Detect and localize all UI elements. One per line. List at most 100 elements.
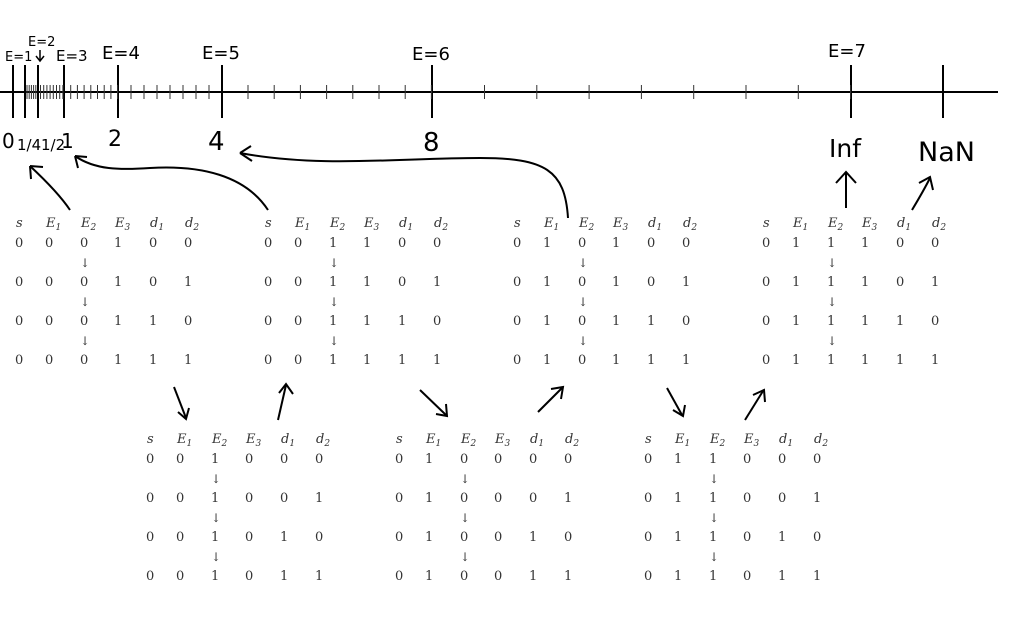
table-cell: 1 <box>543 275 551 290</box>
flow-down-arrow: ↓ <box>211 511 221 525</box>
table-cell: 0 <box>494 569 502 584</box>
flow-down-arrow: ↓ <box>709 550 719 564</box>
table-cell: 0 <box>45 314 53 329</box>
table-header-d2: d2 <box>185 216 199 233</box>
table-cell: 1 <box>329 353 337 368</box>
table-cell: 0 <box>578 275 586 290</box>
table-cell: 1 <box>813 569 821 584</box>
table-cell: 0 <box>176 452 184 467</box>
value-label-quarter: 1/4 <box>17 136 41 154</box>
arrow-table1-to-zero <box>29 165 71 211</box>
table-cell: 0 <box>80 275 88 290</box>
table-cell: 1 <box>425 491 433 506</box>
table-cell: 1 <box>896 353 904 368</box>
table-cell: 0 <box>513 314 521 329</box>
flow-down-arrow: ↓ <box>329 256 339 270</box>
flow-down-arrow: ↓ <box>709 472 719 486</box>
table-cell: 0 <box>245 491 253 506</box>
table-cell: 0 <box>931 314 939 329</box>
table-cell: 1 <box>363 353 371 368</box>
table-header-d2: d2 <box>565 432 579 449</box>
table-header-e1: E1 <box>543 216 559 233</box>
table-header-e2: E2 <box>211 432 228 449</box>
exp-label-3: E=3 <box>56 47 88 65</box>
table-cell: 1 <box>612 353 620 368</box>
table-header-e3: E3 <box>245 432 262 449</box>
table-cell: 1 <box>425 452 433 467</box>
table-cell: 0 <box>513 275 521 290</box>
table-header-s: s <box>265 216 272 231</box>
table-cell: 1 <box>931 353 939 368</box>
flow-down-arrow: ↓ <box>329 334 339 348</box>
exp-label-1: E=1 <box>5 50 32 65</box>
table-cell: 1 <box>280 569 288 584</box>
table-cell: 1 <box>425 530 433 545</box>
table-cell: 0 <box>578 236 586 251</box>
table-cell: 0 <box>80 236 88 251</box>
value-label-half: 1/2 <box>41 136 65 154</box>
table-header-e3: E3 <box>494 432 511 449</box>
table-cell: 1 <box>778 569 786 584</box>
table-cell: 0 <box>264 236 272 251</box>
table-cell: 1 <box>674 530 682 545</box>
table-cell: 0 <box>460 452 468 467</box>
table-header-d2: d2 <box>683 216 697 233</box>
table-cell: 1 <box>114 353 122 368</box>
table-cell: 0 <box>529 491 537 506</box>
flow-down-arrow: ↓ <box>460 550 470 564</box>
flow-down-arrow: ↓ <box>460 472 470 486</box>
table-header-e2: E2 <box>80 216 97 233</box>
table-cell: 0 <box>644 569 652 584</box>
table-cell: 0 <box>813 452 821 467</box>
table-header-s: s <box>763 216 770 231</box>
table-cell: 1 <box>564 569 572 584</box>
table-header-s: s <box>396 432 403 447</box>
table-cell: 0 <box>896 275 904 290</box>
flow-down-arrow: ↓ <box>211 550 221 564</box>
table-cell: 0 <box>15 353 23 368</box>
flow-down-arrow: ↓ <box>578 256 588 270</box>
table-cell: 0 <box>264 353 272 368</box>
flow-arrow-t3-down <box>666 387 683 416</box>
arrow-table1-head <box>29 165 44 180</box>
flow-down-arrow: ↓ <box>80 256 90 270</box>
table-header-e3: E3 <box>861 216 878 233</box>
table-cell: 1 <box>861 236 869 251</box>
flow-down-arrow: ↓ <box>578 334 588 348</box>
arrow-table4-head <box>835 170 857 184</box>
table-cell: 1 <box>792 236 800 251</box>
flow-down-arrow: ↓ <box>578 295 588 309</box>
table-header-e3: E3 <box>612 216 629 233</box>
table-cell: 1 <box>184 353 192 368</box>
table-cell: 1 <box>543 236 551 251</box>
table-header-e1: E1 <box>294 216 310 233</box>
table-header-e2: E2 <box>329 216 346 233</box>
table-header-d1: d1 <box>530 432 544 449</box>
table-cell: 0 <box>245 569 253 584</box>
table-header-e2: E2 <box>460 432 477 449</box>
table-cell: 1 <box>861 275 869 290</box>
table-cell: 0 <box>80 353 88 368</box>
flow-arrow-t7-up <box>744 390 764 421</box>
exp-label-7: E=7 <box>828 41 866 62</box>
table-cell: 1 <box>612 275 620 290</box>
flow-arrow-t2-down-head <box>435 403 449 418</box>
table-cell: 1 <box>433 275 441 290</box>
table-header-e1: E1 <box>425 432 441 449</box>
table-cell: 1 <box>329 236 337 251</box>
table-cell: 0 <box>647 275 655 290</box>
table-header-e3: E3 <box>363 216 380 233</box>
table-cell: 1 <box>792 275 800 290</box>
table-cell: 1 <box>682 353 690 368</box>
table-cell: 0 <box>15 275 23 290</box>
table-header-s: s <box>514 216 521 231</box>
table-cell: 0 <box>294 236 302 251</box>
table-cell: 1 <box>363 314 371 329</box>
number-line-ticks <box>12 65 944 118</box>
table-cell: 1 <box>709 452 717 467</box>
table-cell: 1 <box>647 314 655 329</box>
table-header-e1: E1 <box>45 216 61 233</box>
